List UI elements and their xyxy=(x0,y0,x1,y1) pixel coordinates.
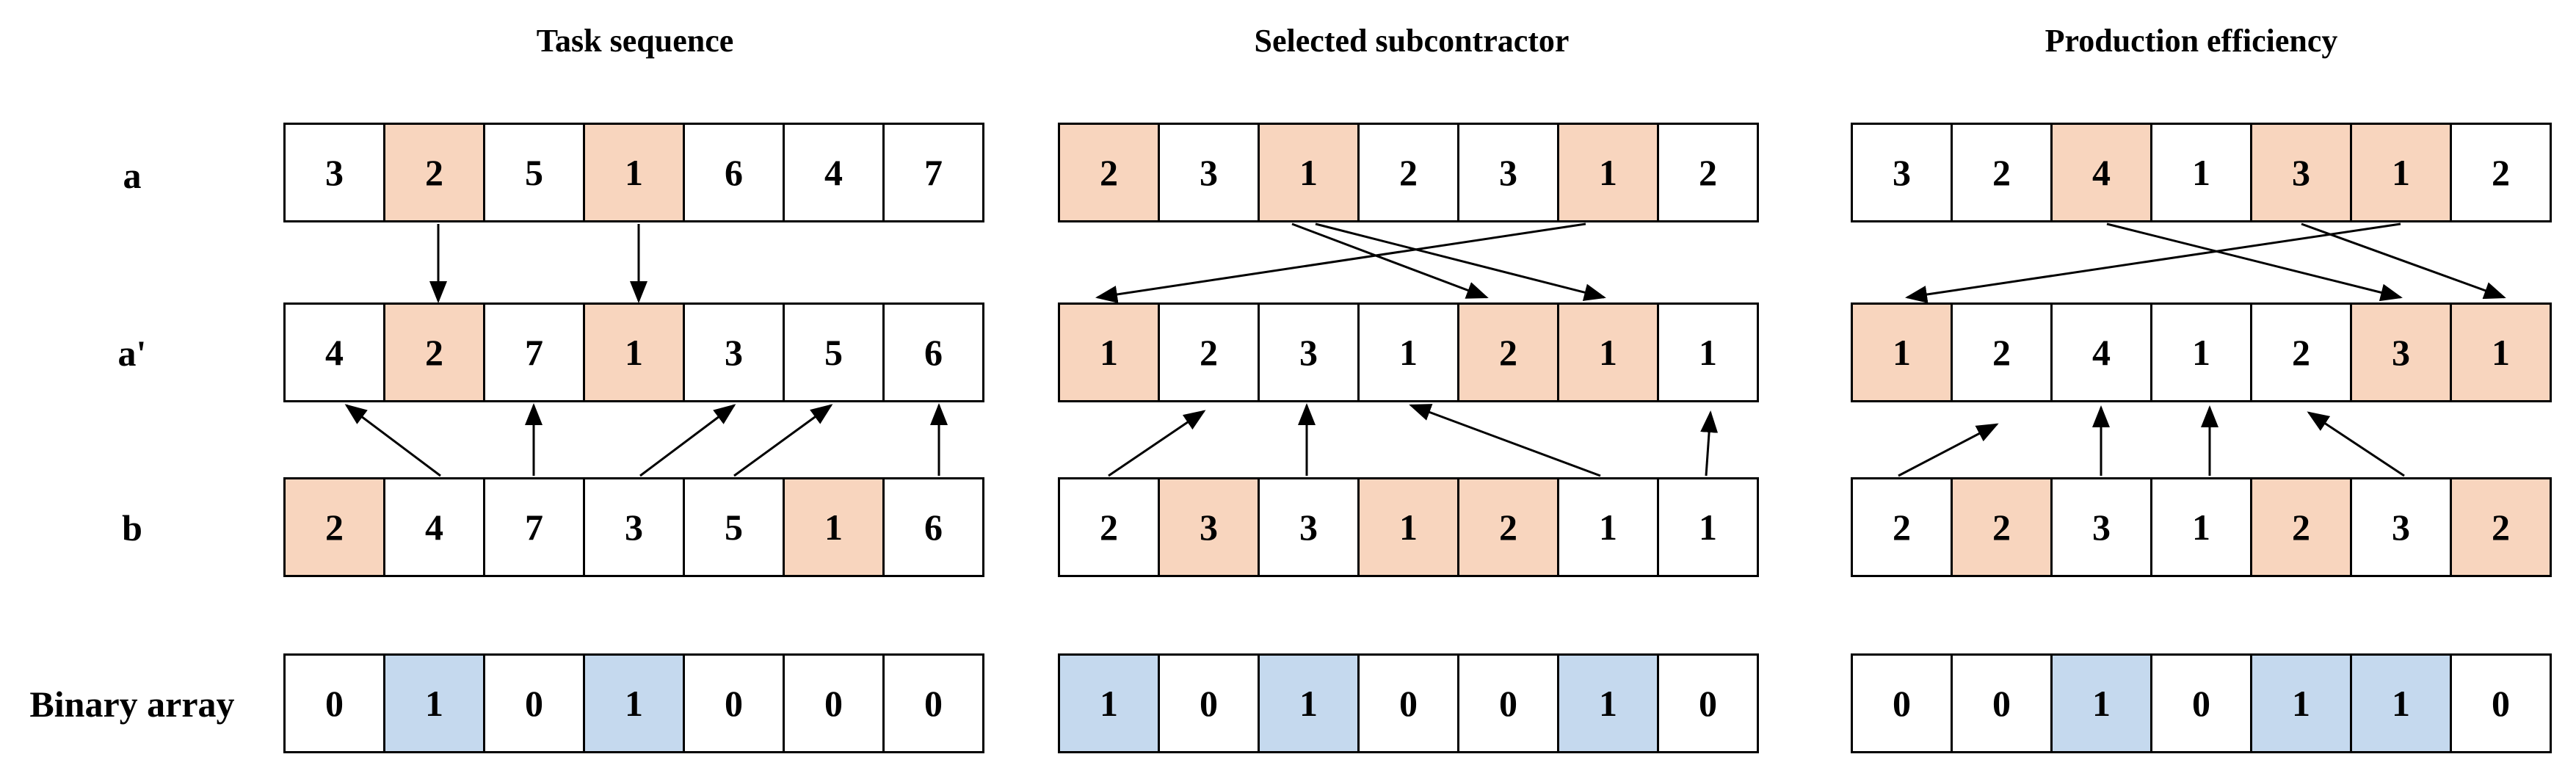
cell-a-prime-p2-7: 1 xyxy=(1657,302,1759,402)
panel-title-selected-subcontractor: Selected subcontractor xyxy=(1254,23,1570,59)
cell-a-p2-6: 1 xyxy=(1557,123,1659,222)
cell-a-prime-p3-3: 4 xyxy=(2050,302,2152,402)
arrow-14 xyxy=(1700,410,1719,477)
cell-binary-p3-2: 0 xyxy=(1951,653,2053,753)
arrow-21 xyxy=(2307,411,2405,477)
panel-title-production-efficiency: Production efficiency xyxy=(2045,23,2338,59)
row-label-binary: Binary array xyxy=(29,684,235,725)
cell-a-prime-p3-6: 3 xyxy=(2350,302,2452,402)
cell-a-p3-7: 2 xyxy=(2450,123,2552,222)
arrow-16 xyxy=(2301,222,2506,300)
arrow-9 xyxy=(1315,222,1606,301)
cell-b-p3-2: 2 xyxy=(1951,477,2053,577)
cell-a-prime-p1-5: 3 xyxy=(683,302,785,402)
cell-binary-p1-7: 0 xyxy=(882,653,984,753)
cell-b-p1-3: 7 xyxy=(483,477,585,577)
cell-a-p1-4: 1 xyxy=(583,123,685,222)
cell-binary-p2-3: 1 xyxy=(1258,653,1360,753)
cell-b-p2-4: 1 xyxy=(1357,477,1459,577)
cell-a-p2-1: 2 xyxy=(1058,123,1160,222)
cell-binary-p2-2: 0 xyxy=(1158,653,1260,753)
cell-a-prime-p3-4: 1 xyxy=(2150,302,2252,402)
cell-a-p2-7: 2 xyxy=(1657,123,1759,222)
cell-b-p2-2: 3 xyxy=(1158,477,1260,577)
cell-a-prime-p2-1: 1 xyxy=(1058,302,1160,402)
cell-b-p1-7: 6 xyxy=(882,477,984,577)
arrow-17 xyxy=(1905,222,2401,303)
arrow-8 xyxy=(1291,222,1489,299)
cell-binary-p3-4: 0 xyxy=(2150,653,2252,753)
arrow-18 xyxy=(1898,423,1999,477)
cell-a-p2-3: 1 xyxy=(1258,123,1360,222)
cell-binary-p3-1: 0 xyxy=(1851,653,1953,753)
arrow-6 xyxy=(733,404,833,477)
cell-a-prime-p3-5: 2 xyxy=(2250,302,2352,402)
cell-a-prime-p2-4: 1 xyxy=(1357,302,1459,402)
cell-a-p3-3: 4 xyxy=(2050,123,2152,222)
cell-b-p3-4: 1 xyxy=(2150,477,2252,577)
cell-a-p1-2: 2 xyxy=(383,123,485,222)
cell-binary-p1-1: 0 xyxy=(283,653,385,753)
row-label-a-prime: a' xyxy=(117,333,147,374)
cell-b-p2-1: 2 xyxy=(1058,477,1160,577)
cell-a-p3-5: 3 xyxy=(2250,123,2352,222)
row-label-b: b xyxy=(122,507,142,548)
cell-a-prime-p3-2: 2 xyxy=(1951,302,2053,402)
row-label-a: a xyxy=(123,155,142,196)
cell-a-p1-7: 7 xyxy=(882,123,984,222)
cell-a-prime-p2-6: 1 xyxy=(1557,302,1659,402)
cell-a-prime-p1-2: 2 xyxy=(383,302,485,402)
cell-binary-p3-3: 1 xyxy=(2050,653,2152,753)
cell-a-prime-p1-4: 1 xyxy=(583,302,685,402)
cell-binary-p3-7: 0 xyxy=(2450,653,2552,753)
arrow-10 xyxy=(1095,222,1586,303)
cell-binary-p1-5: 0 xyxy=(683,653,785,753)
cell-b-p3-7: 2 xyxy=(2450,477,2552,577)
cell-a-p1-5: 6 xyxy=(683,123,785,222)
cell-a-p3-2: 2 xyxy=(1951,123,2053,222)
cell-b-p1-1: 2 xyxy=(283,477,385,577)
cell-b-p2-7: 1 xyxy=(1657,477,1759,577)
cell-a-prime-p1-1: 4 xyxy=(283,302,385,402)
cell-binary-p3-5: 1 xyxy=(2250,653,2352,753)
cell-binary-p1-6: 0 xyxy=(783,653,885,753)
arrow-3 xyxy=(344,404,441,477)
cell-binary-p2-4: 0 xyxy=(1357,653,1459,753)
cell-a-p1-3: 5 xyxy=(483,123,585,222)
cell-a-p2-4: 2 xyxy=(1357,123,1459,222)
cell-binary-p2-7: 0 xyxy=(1657,653,1759,753)
cell-b-p2-3: 3 xyxy=(1258,477,1360,577)
cell-binary-p1-4: 1 xyxy=(583,653,685,753)
cell-b-p2-6: 1 xyxy=(1557,477,1659,577)
arrow-13 xyxy=(1409,404,1601,477)
cell-binary-p1-3: 0 xyxy=(483,653,585,753)
arrow-11 xyxy=(1108,410,1206,477)
cell-b-p3-6: 3 xyxy=(2350,477,2452,577)
cell-a-prime-p3-7: 1 xyxy=(2450,302,2552,402)
panel-title-task-sequence: Task sequence xyxy=(536,23,734,59)
cell-a-p2-5: 3 xyxy=(1457,123,1559,222)
cell-a-prime-p2-2: 2 xyxy=(1158,302,1260,402)
arrow-5 xyxy=(639,404,736,477)
cell-a-prime-p1-7: 6 xyxy=(882,302,984,402)
cell-b-p3-3: 3 xyxy=(2050,477,2152,577)
cell-b-p1-4: 3 xyxy=(583,477,685,577)
arrow-15 xyxy=(2106,222,2403,302)
cell-binary-p2-6: 1 xyxy=(1557,653,1659,753)
cell-a-prime-p3-1: 1 xyxy=(1851,302,1953,402)
cell-a-prime-p2-3: 3 xyxy=(1258,302,1360,402)
cell-b-p1-6: 1 xyxy=(783,477,885,577)
cell-a-p2-2: 3 xyxy=(1158,123,1260,222)
cell-binary-p2-5: 0 xyxy=(1457,653,1559,753)
